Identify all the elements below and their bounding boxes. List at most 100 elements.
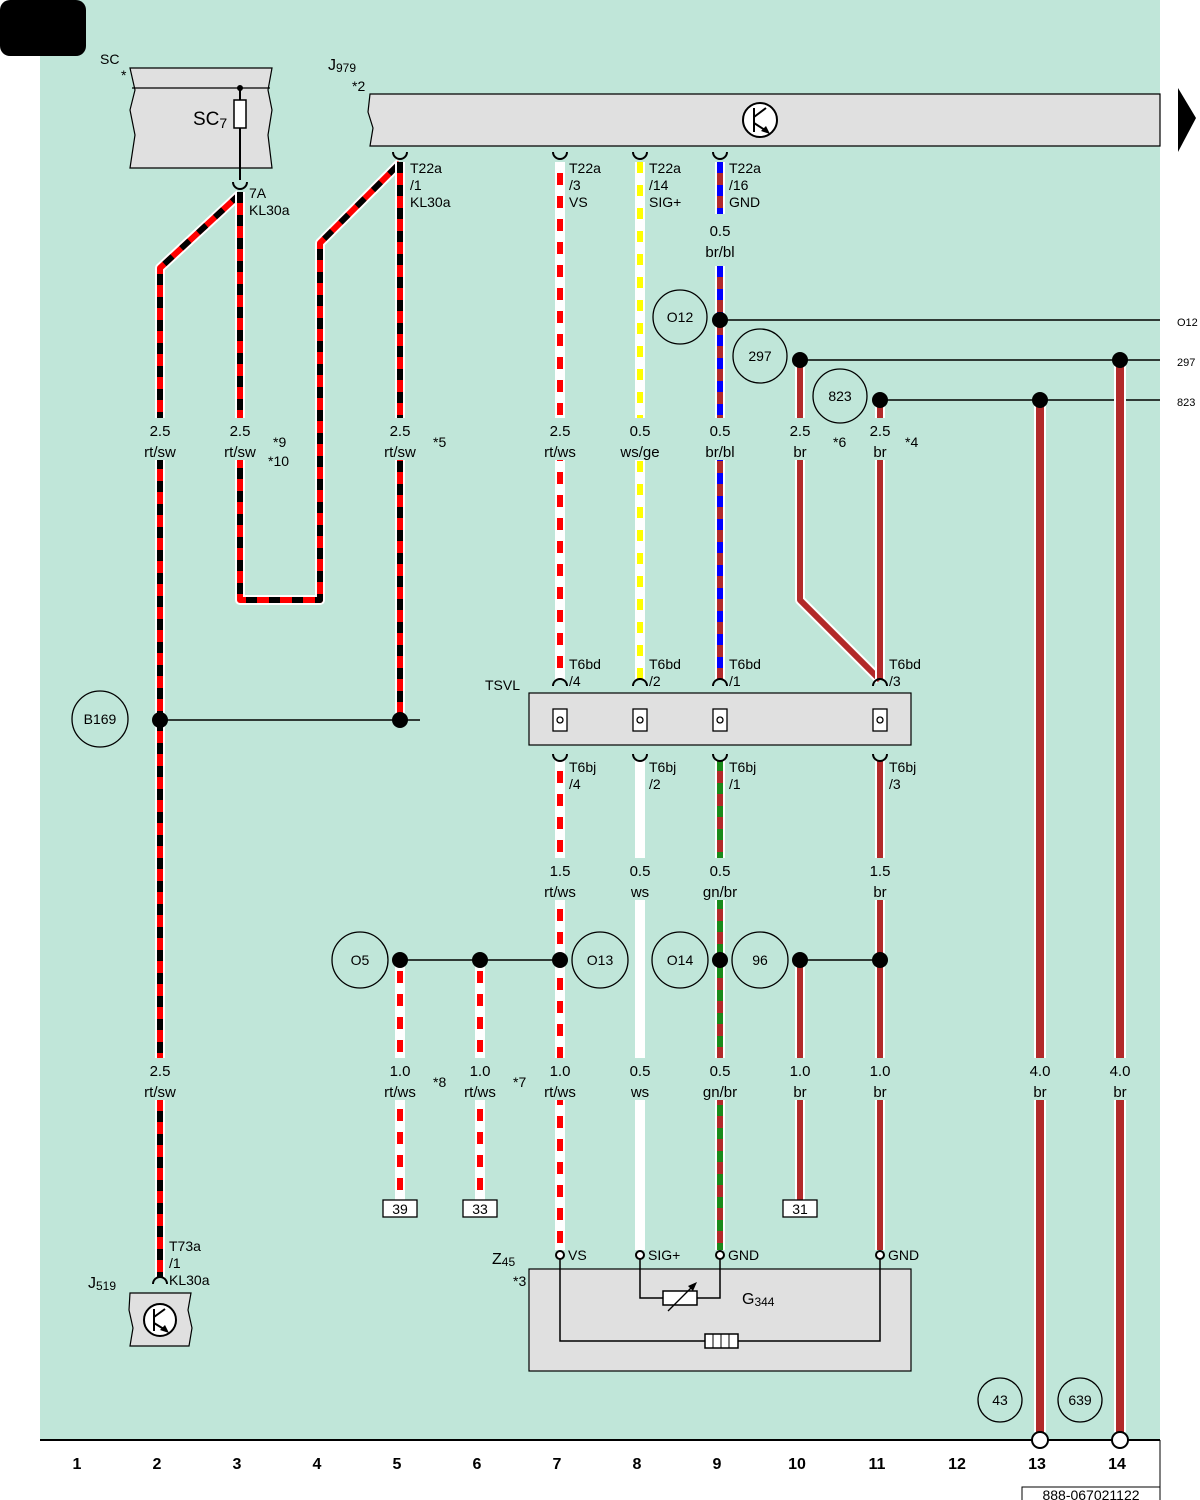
ground-33: 33 xyxy=(462,1199,498,1218)
connection-96: 96 xyxy=(731,931,789,989)
pin-t22a-3 xyxy=(552,151,568,160)
svg-text:O12: O12 xyxy=(667,309,694,325)
connection-o13: O13 xyxy=(571,931,629,989)
pin-t6bd-1 xyxy=(712,678,728,687)
connection-o14: O14 xyxy=(651,931,709,989)
z45-star: *3 xyxy=(513,1273,526,1289)
transistor-icon xyxy=(143,1303,177,1337)
ground-31: 31 xyxy=(782,1199,818,1218)
tsvl-label: TSVL xyxy=(485,677,520,693)
edge-ref-o12: O12 xyxy=(1177,317,1198,329)
pin-label: VS xyxy=(568,1247,587,1263)
doc-number: 888-067021122 xyxy=(1042,1487,1139,1500)
z45-label: Z45 xyxy=(492,1251,515,1269)
svg-text:4.0br: 4.0br xyxy=(1030,1063,1051,1101)
j979-label: J979 xyxy=(328,57,356,75)
junction-dot xyxy=(712,312,728,328)
junction-dots xyxy=(152,312,1128,968)
connector-pin-icon xyxy=(872,708,888,732)
pin-label: T6bj/3 xyxy=(889,759,916,792)
pin-t73a-1 xyxy=(152,1276,168,1285)
junction-dot xyxy=(1112,352,1128,368)
edge-ref-823: 823 xyxy=(1177,397,1195,409)
pin-label: T6bj/2 xyxy=(649,759,676,792)
edge-ref-297: 297 xyxy=(1177,357,1195,369)
svg-text:4.0br: 4.0br xyxy=(1110,1063,1131,1101)
svg-text:2.5rt/sw: 2.5rt/sw xyxy=(224,423,256,461)
track-number-4: 4 xyxy=(313,1456,322,1473)
svg-text:33: 33 xyxy=(472,1201,488,1217)
track-number-5: 5 xyxy=(393,1456,402,1473)
next-page-arrow-icon[interactable] xyxy=(1178,88,1196,152)
track-number-1: 1 xyxy=(73,1456,82,1473)
footnote: *5 xyxy=(433,434,446,450)
svg-text:0.5br/bl: 0.5br/bl xyxy=(705,423,734,461)
pin-label: T6bd/4 xyxy=(569,656,601,689)
pin-fuse-7a xyxy=(232,181,248,190)
connector-pin-icon xyxy=(552,708,568,732)
svg-text:2.5rt/sw: 2.5rt/sw xyxy=(144,423,176,461)
footnotes: *9 *10 *5 *6 *4 *8 *7 xyxy=(268,434,918,1090)
pin-label: T6bd/3 xyxy=(889,656,921,689)
junction-dot xyxy=(792,952,808,968)
pin-t22a-16 xyxy=(712,151,728,160)
svg-text:1.0rt/ws: 1.0rt/ws xyxy=(464,1063,496,1101)
pin-t6bj-1 xyxy=(712,753,728,762)
junction-dot xyxy=(392,952,408,968)
connection-823: 823 xyxy=(812,368,868,424)
ground-boxes: 39 33 31 xyxy=(382,1199,818,1218)
svg-text:96: 96 xyxy=(752,952,768,968)
sensor-pin-dots xyxy=(555,1250,885,1260)
connection-circles: O12 297 823 B169 O5 O13 O14 96 43 639 xyxy=(71,289,1103,1423)
junction-dot xyxy=(552,952,568,968)
pin-symbols xyxy=(152,151,888,1285)
pin-label: T6bd/1 xyxy=(729,656,761,689)
svg-text:0.5gn/br: 0.5gn/br xyxy=(703,863,737,901)
svg-text:823: 823 xyxy=(828,388,852,404)
track-number-14: 14 xyxy=(1108,1456,1126,1473)
svg-text:0.5ws: 0.5ws xyxy=(630,1063,651,1101)
page-tab-marker xyxy=(0,0,86,56)
track-number-2: 2 xyxy=(153,1456,162,1473)
svg-text:43: 43 xyxy=(992,1392,1008,1408)
transistor-icon xyxy=(742,102,778,138)
pin-t6bj-3 xyxy=(872,753,888,762)
svg-text:297: 297 xyxy=(748,348,772,364)
terminal-ring-13 xyxy=(1031,1431,1049,1449)
svg-text:1.0rt/ws: 1.0rt/ws xyxy=(384,1063,416,1101)
svg-text:639: 639 xyxy=(1068,1392,1092,1408)
pin-t22a-14 xyxy=(632,151,648,160)
connector-pin-icon xyxy=(712,708,728,732)
track-number-13: 13 xyxy=(1028,1456,1046,1473)
track-number-6: 6 xyxy=(473,1456,482,1473)
footnote: *8 xyxy=(433,1074,446,1090)
svg-text:0.5ws: 0.5ws xyxy=(630,863,651,901)
track-number-12: 12 xyxy=(948,1456,966,1473)
control-unit-j979 xyxy=(367,93,1161,147)
svg-text:2.5rt/sw: 2.5rt/sw xyxy=(144,1063,176,1101)
svg-text:0.5gn/br: 0.5gn/br xyxy=(703,1063,737,1101)
svg-text:2.5br: 2.5br xyxy=(870,423,891,461)
ground-39: 39 xyxy=(382,1199,418,1218)
signal-lines xyxy=(160,319,1160,961)
sc7-label: SC7 xyxy=(193,109,227,131)
svg-text:0.5ws/ge: 0.5ws/ge xyxy=(619,423,659,461)
footnote: *7 xyxy=(513,1074,526,1090)
pin-t6bj-4 xyxy=(552,753,568,762)
pin-t6bd-3 xyxy=(872,678,888,687)
